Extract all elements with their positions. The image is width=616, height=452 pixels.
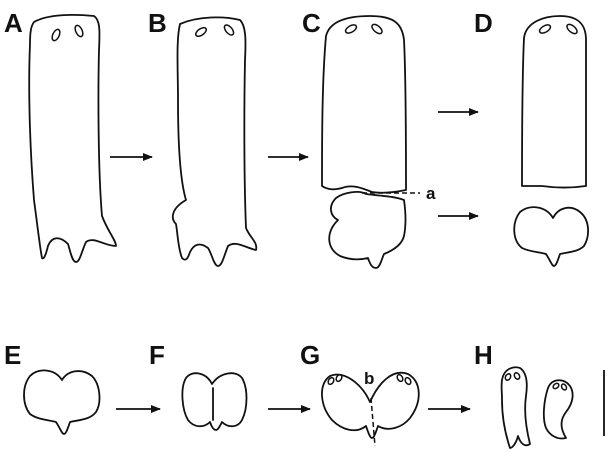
worm-c-posterior: [329, 192, 405, 268]
worm-d-posterior: [514, 207, 588, 266]
worm-h-left-eye-1: [504, 373, 512, 381]
worm-h-right-eye-2: [560, 383, 567, 391]
panel-a: A: [4, 8, 116, 262]
panel-e-label: E: [4, 340, 21, 370]
annotation-a: a: [426, 184, 436, 203]
fragment-g-eye-3: [396, 374, 404, 383]
worm-b-eye-left: [194, 26, 208, 38]
panel-g-label: G: [300, 340, 320, 370]
worm-d-eye-right: [565, 23, 578, 36]
panel-c: C a: [302, 8, 436, 268]
panel-b: B: [148, 8, 256, 266]
panel-a-label: A: [4, 8, 23, 38]
worm-b-eye-right: [223, 23, 236, 36]
fragment-f: [182, 373, 246, 430]
panel-e: E: [4, 340, 99, 434]
panel-f: F: [149, 340, 247, 430]
panel-b-label: B: [148, 8, 167, 38]
panel-g: G b: [300, 340, 419, 446]
worm-a-body: [29, 15, 116, 262]
worm-a-eye-left: [51, 28, 62, 42]
panel-h: H: [474, 340, 604, 448]
worm-d-anterior: [522, 16, 586, 188]
fragment-e: [24, 370, 99, 434]
worm-c-eye-right: [370, 23, 383, 36]
worm-c-eye-left: [344, 23, 358, 35]
panel-d: D: [474, 8, 588, 266]
panel-h-label: H: [474, 340, 493, 370]
worm-a-eye-right: [74, 24, 85, 38]
annotation-b: b: [364, 369, 374, 388]
panel-c-label: C: [302, 8, 321, 38]
worm-d-eye-left: [538, 23, 552, 35]
fragment-g-eye-4: [404, 377, 412, 386]
worm-c-anterior: [322, 16, 406, 193]
worm-h-right-eye-1: [552, 382, 560, 389]
panel-f-label: F: [149, 340, 165, 370]
worm-h-right: [544, 380, 573, 438]
worm-h-left-eye-2: [513, 372, 521, 380]
panel-d-label: D: [474, 8, 493, 38]
worm-b-body: [173, 17, 257, 266]
